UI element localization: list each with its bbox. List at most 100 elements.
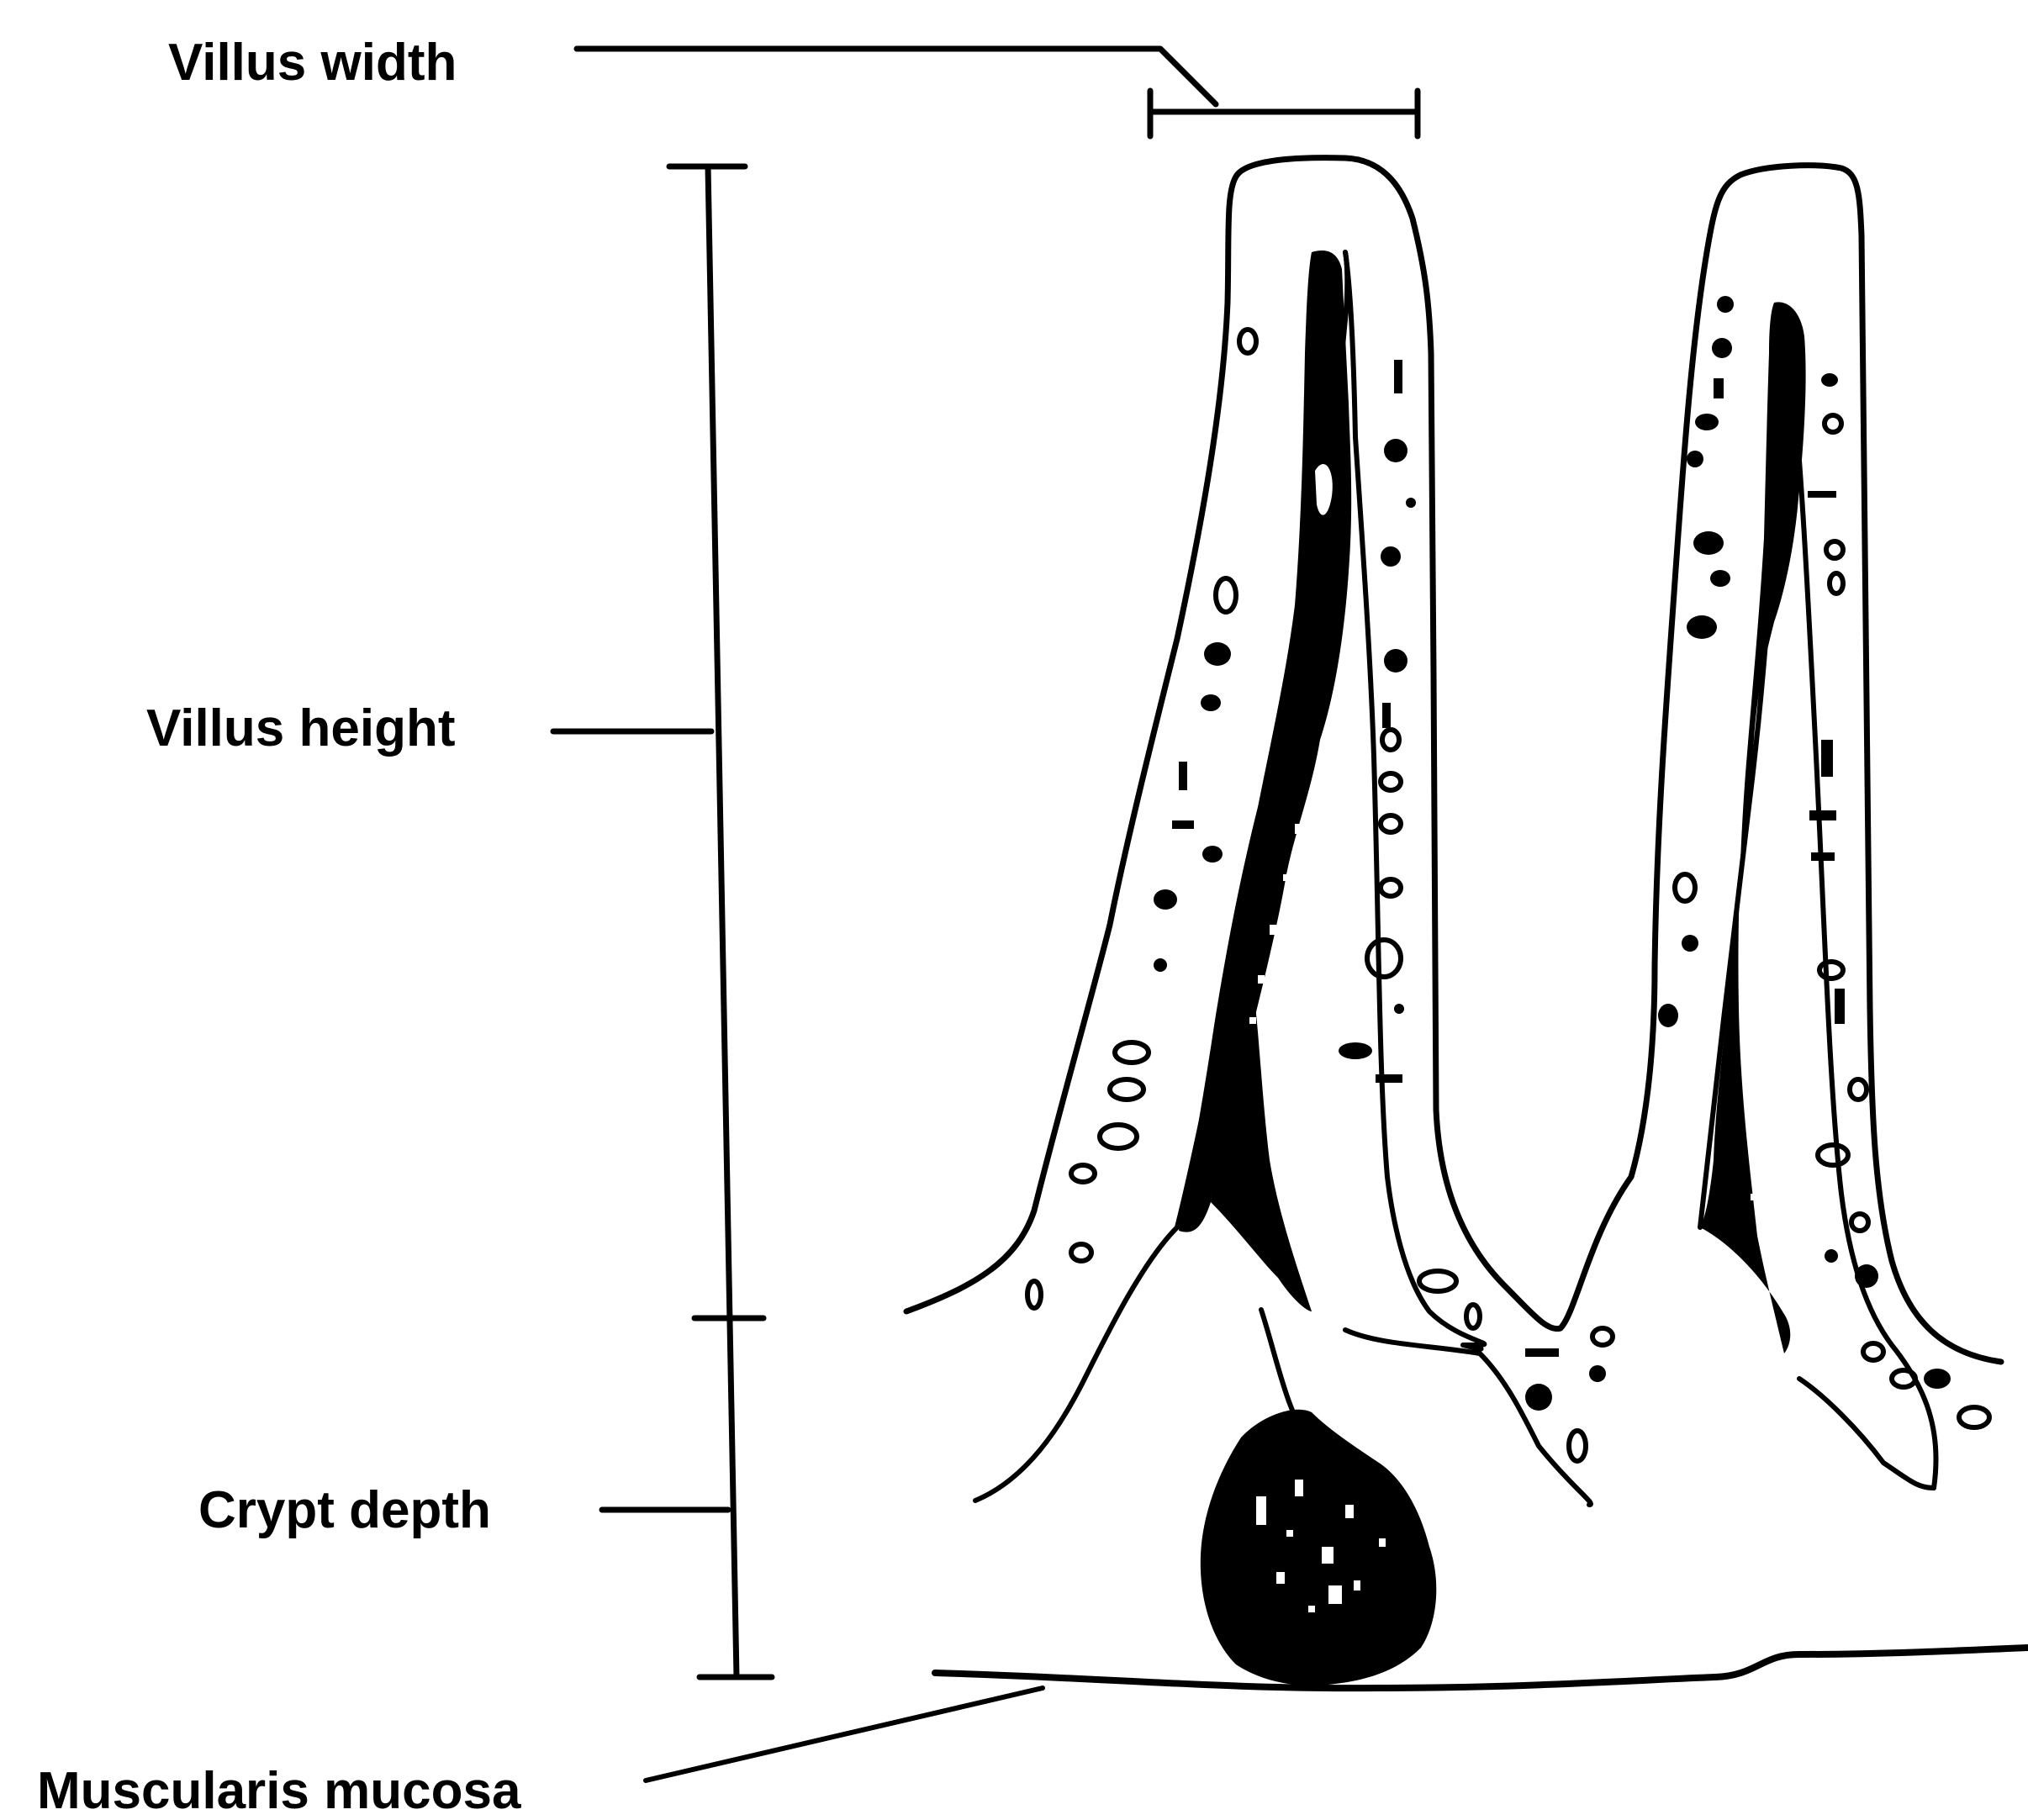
villus-width-label: Villus width (168, 37, 457, 89)
villus-height-label: Villus height (146, 703, 455, 755)
crypt-speck (1295, 1480, 1303, 1496)
cell-oval (1382, 730, 1399, 750)
nucleus (1384, 439, 1407, 462)
nucleus (1809, 810, 1836, 820)
cell-oval (1100, 1125, 1137, 1148)
crypt-speck (1286, 1530, 1293, 1537)
nucleus (1924, 1369, 1951, 1389)
nucleus (1658, 1004, 1678, 1027)
lacteal-speck (1249, 1017, 1256, 1024)
nucleus (1154, 958, 1167, 972)
cell-oval (1381, 773, 1401, 790)
villus-inner-outline-left (975, 252, 1347, 1501)
cell-oval (1381, 879, 1401, 896)
nucleus (1204, 642, 1231, 666)
nucleus (1376, 1074, 1402, 1083)
nucleus (1525, 1384, 1552, 1411)
crypt-speck (1322, 1547, 1334, 1564)
nucleus (1382, 703, 1391, 728)
height-depth-scale (553, 166, 772, 1677)
cell-oval (1027, 1281, 1041, 1308)
crypt-speck (1354, 1580, 1360, 1591)
nucleus (1172, 820, 1194, 829)
nucleus (1693, 531, 1724, 555)
lacteal-speck (1761, 1160, 1767, 1170)
right-villus-base (1799, 1379, 1934, 1488)
cell-oval (1850, 1079, 1867, 1100)
muscularis-mucosa-label: Muscularis mucosa (37, 1765, 520, 1817)
cell-oval (1675, 874, 1695, 901)
cell-oval (1830, 573, 1843, 593)
cell-oval (1419, 1271, 1456, 1291)
nucleus (1808, 491, 1836, 498)
crypt-speck (1328, 1585, 1342, 1604)
villus-left (906, 158, 2001, 1530)
nucleus (1201, 694, 1221, 711)
cell-oval (1959, 1407, 1989, 1427)
height-depth-scale-bar (708, 166, 737, 1677)
cell-oval (1110, 1079, 1143, 1100)
cell-oval (1071, 1165, 1095, 1182)
crypt-speck (1276, 1572, 1285, 1584)
villus-width-leader (577, 49, 1216, 104)
lacteal-speck (1283, 874, 1290, 881)
cell-oval (1115, 1042, 1149, 1063)
crypt-depth-label: Crypt depth (198, 1485, 491, 1537)
cell-oval (1818, 1145, 1848, 1165)
nucleus (1695, 414, 1719, 430)
nucleus (1835, 989, 1845, 1024)
nucleus (1710, 570, 1730, 587)
nucleus (1712, 338, 1732, 358)
villus-outer-outline (906, 158, 2001, 1362)
cell-oval (1367, 940, 1401, 977)
cell-oval (1819, 962, 1843, 979)
nucleus (1687, 451, 1703, 467)
lacteal-speck (1258, 975, 1265, 984)
nucleus (1394, 1004, 1404, 1014)
crypt-body (1201, 1410, 1436, 1685)
lacteal-speck (1751, 1194, 1757, 1200)
cell-oval (1569, 1431, 1586, 1461)
nucleus (1525, 1348, 1559, 1357)
crypt-speck (1256, 1496, 1266, 1525)
nucleus (1821, 740, 1833, 777)
muscularis-mucosa-leader (646, 1688, 1043, 1780)
villus-width-indicator (577, 49, 1418, 136)
cell-oval (1863, 1343, 1883, 1360)
crypt-speck (1308, 1606, 1315, 1612)
cell-oval (1826, 541, 1843, 558)
nucleus (1394, 360, 1402, 393)
nucleus (1179, 762, 1187, 790)
lacteal-speck (1270, 925, 1276, 935)
cell-oval (1239, 330, 1256, 353)
villus-inner-outline-right (1345, 252, 1484, 1349)
nucleus (1381, 546, 1401, 567)
cell-oval (1216, 578, 1236, 612)
crypt-speck (1379, 1538, 1386, 1547)
central-lacteals (1179, 251, 1806, 1685)
nucleus (1406, 498, 1416, 508)
nucleus (1339, 1042, 1372, 1059)
nucleus (1384, 649, 1407, 673)
nucleus (1855, 1264, 1878, 1288)
nucleus (1714, 378, 1724, 398)
nucleus (1682, 935, 1698, 952)
nucleus (1154, 889, 1177, 910)
cell-oval (1071, 1244, 1091, 1261)
crypt-speck (1345, 1505, 1354, 1518)
nucleus (1687, 615, 1717, 639)
lacteal-speck (1295, 824, 1302, 834)
nucleus (1825, 1249, 1838, 1263)
nucleus (1589, 1365, 1606, 1382)
cell-oval (1466, 1305, 1480, 1328)
cell-oval (1825, 415, 1841, 432)
nucleus (1717, 296, 1734, 313)
nucleus (1202, 846, 1223, 863)
nucleus (1821, 373, 1838, 387)
cell-oval (1592, 1328, 1613, 1345)
cell-oval (1381, 815, 1401, 832)
nucleus (1811, 852, 1835, 861)
cell-oval (1851, 1214, 1868, 1231)
